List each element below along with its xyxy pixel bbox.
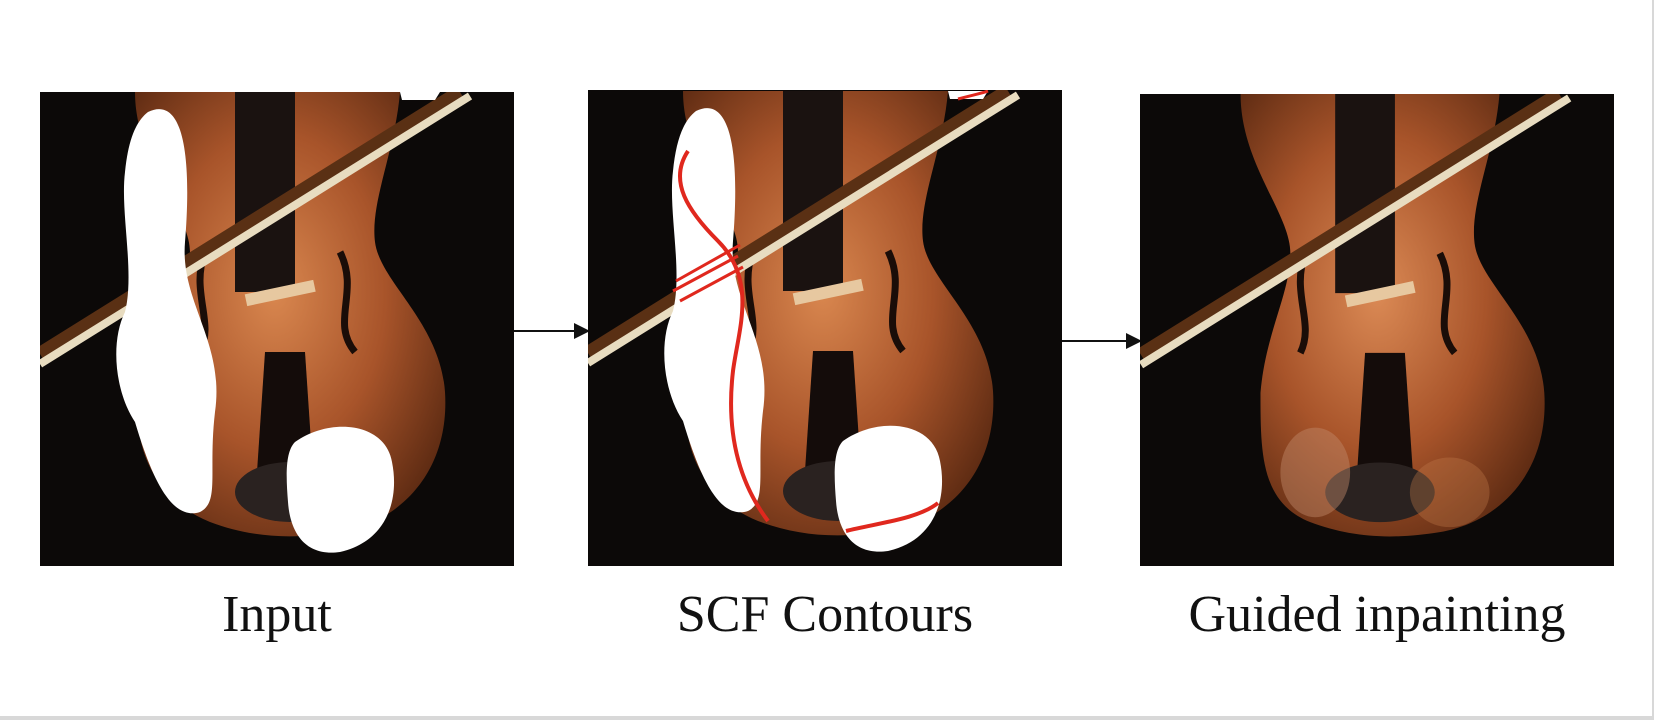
inpainted-violin-illustration <box>1140 94 1613 566</box>
fingerboard <box>235 92 295 292</box>
caption-input: Input <box>222 586 332 643</box>
bow-hair <box>588 91 1021 367</box>
arrow-right-icon <box>514 323 590 339</box>
caption-scf-contours: SCF Contours <box>676 586 974 643</box>
mask-bottom <box>286 426 395 553</box>
input-image <box>40 92 514 566</box>
scf-contours-image <box>588 90 1062 566</box>
bow-hair <box>1140 94 1572 369</box>
contours-violin-illustration <box>588 90 1062 565</box>
bow-hair <box>40 92 473 368</box>
bow-stick <box>1140 94 1563 361</box>
contour-bottom <box>845 501 940 533</box>
bow-stick <box>40 92 464 360</box>
violin-body <box>1240 94 1545 537</box>
mask-left <box>116 109 217 514</box>
mask-bottom <box>834 425 943 552</box>
bow-stick <box>588 90 1012 359</box>
guided-inpainting-image <box>1140 94 1614 566</box>
caption-guided-inpainting: Guided inpainting <box>1188 586 1566 643</box>
input-violin-illustration <box>40 92 514 566</box>
arrow-right-icon <box>1062 333 1142 349</box>
contour-left <box>677 149 770 523</box>
contour-bow <box>672 243 744 303</box>
